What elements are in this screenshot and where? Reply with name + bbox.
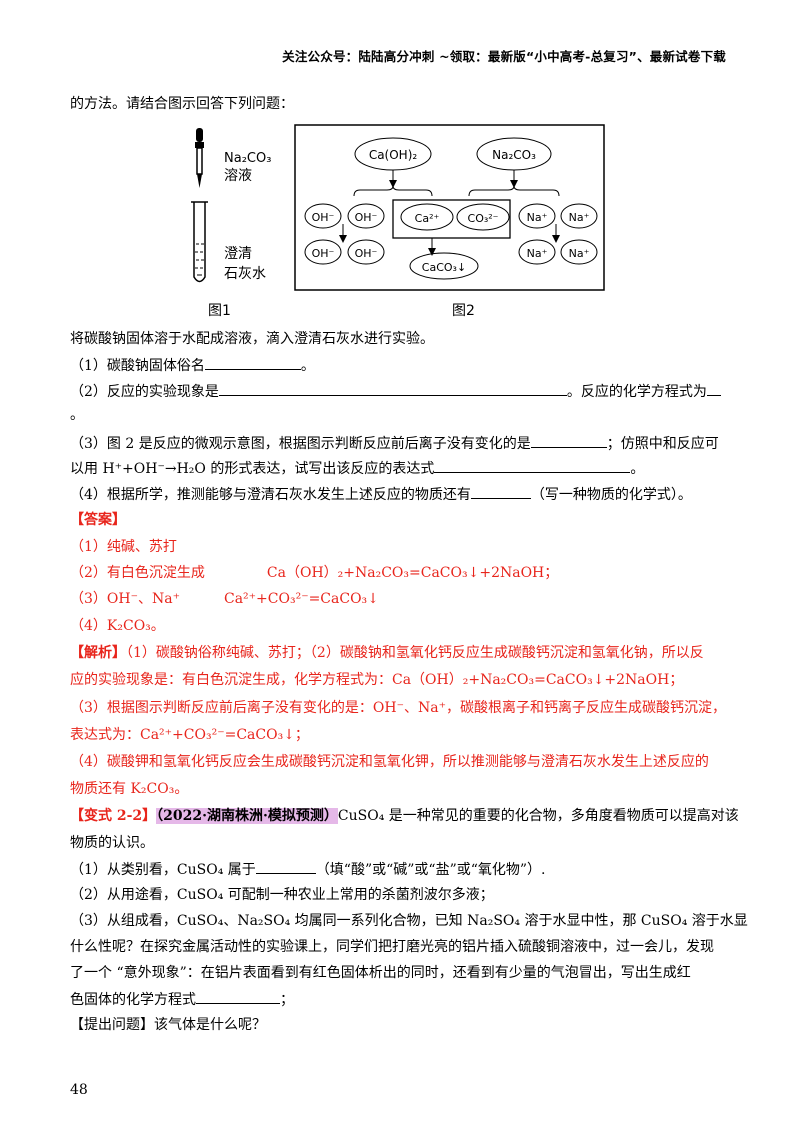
variant-question-3-line-2: 什么性呢？在探究金属活动性的实验课上，同学们把打磨光亮的铝片插入硫酸铜溶液中，过… [70,939,714,955]
page-number: 48 [70,1082,88,1098]
answer-4: （4）K₂CO₃。 [70,618,165,634]
question-stem: 将碳酸钠固体溶于水配成溶液，滴入澄清石灰水进行实验。 [70,331,434,347]
analysis-line-6: 物质还有 K₂CO₃。 [70,781,189,797]
figure-2: Ca(OH)₂ Na₂CO₃ OH⁻ OH⁻ Ca²⁺ CO₃²⁻ Na⁺ Na… [294,124,605,291]
dropper-label-2: 溶液 [224,168,252,184]
analysis-line-3: （3）根据图示判断反应前后离子没有变化的是：OH⁻、Na⁺，碳酸根离子和钙离子反… [70,700,726,716]
variant-question-3-line-1: （3）从组成看，CuSO₄、Na₂SO₄ 均属同一系列化合物，已知 Na₂SO₄… [70,913,748,929]
variant-question-3-line-4: 色固体的化学方程式； [70,989,294,1010]
answer-blank[interactable] [470,484,531,499]
ion-na-1: Na⁺ [527,211,548,224]
analysis-line-1: 【解析】（1）碳酸钠俗称纯碱、苏打；（2）碳酸钠和氢氧化钙反应生成碳酸钙沉淀和氢… [70,645,704,661]
variant-question-2: （2）从用途看，CuSO₄ 可配制一种农业上常用的杀菌剂波尔多液； [70,887,494,903]
page-header: 关注公众号：陆陆高分冲刺 ~领取：最新版“小中高考-总复习”、最新试卷下载 [282,49,726,64]
figure-1-caption: 图1 [208,303,231,319]
answer-blank[interactable] [255,859,316,874]
answer-blank[interactable] [218,381,567,396]
analysis-line-2: 应的实验现象是：有白色沉淀生成，化学方程式为：Ca（OH）₂+Na₂CO₃=Ca… [70,672,684,688]
ion-co3: CO₃²⁻ [468,212,499,225]
answer-blank[interactable] [204,355,301,370]
figure-2-caption: 图2 [452,303,475,319]
answer-blank[interactable] [706,381,721,396]
variant-line-2: 物质的认识。 [70,835,154,851]
question-2: （2）反应的实验现象是。反应的化学方程式为 [70,381,721,402]
ion-oh-1: OH⁻ [312,211,335,224]
answer-blank[interactable] [530,433,607,448]
node-caoh2: Ca(OH)₂ [369,148,418,162]
test-tube-icon [191,201,208,283]
ion-ca: Ca²⁺ [415,212,440,225]
variant-question-3-line-3: 了一个 “意外现象”：在铝片表面看到有红色固体析出的同时，还看到有少量的气泡冒出… [70,965,691,981]
dropper-label-1: Na₂CO₃ [224,151,271,166]
answer-tag: 【答案】 [70,512,126,528]
answer-blank[interactable] [434,458,631,473]
tube-label-1: 澄清 [224,246,252,262]
answer-blank[interactable] [196,989,280,1004]
tube-label-2: 石灰水 [224,266,266,282]
ion-na-4: Na⁺ [569,247,590,260]
variant-line-1: 【变式 2-2】（2022·湖南株洲·模拟预测）CuSO₄ 是一种常见的重要的化… [70,808,739,824]
analysis-line-4: 表达式为：Ca²⁺+CO₃²⁻=CaCO₃↓； [70,727,309,743]
variant-question-1: （1）从类别看，CuSO₄ 属于（填“酸”或“碱”或“盐”或“氧化物”）. [70,859,546,880]
question-4: （4）根据所学，推测能够与澄清石灰水发生上述反应的物质还有（写一种物质的化学式）… [70,484,692,505]
question-3-line-1: （3）图 2 是反应的微观示意图，根据图示判断反应前后离子没有变化的是；仿照中和… [70,433,719,454]
ion-oh-3: OH⁻ [312,247,335,260]
answer-3: （3）OH⁻、Na⁺Ca²⁺+CO₃²⁻=CaCO₃↓ [70,591,379,607]
ion-oh-4: OH⁻ [355,247,378,260]
answer-1: （1）纯碱、苏打 [70,539,177,555]
question-2-end: 。 [70,407,84,423]
question-3-line-2: 以用 H⁺+OH⁻→H₂O 的形式表达，试写出该反应的表达式。 [70,458,644,479]
question-1: （1）碳酸钠固体俗名。 [70,355,315,376]
precipitate-caco3: CaCO₃↓ [422,261,466,274]
node-na2co3: Na₂CO₃ [492,148,536,162]
ion-na-3: Na⁺ [527,247,548,260]
dropper-icon [195,128,204,188]
ion-na-2: Na⁺ [569,211,590,224]
ion-oh-2: OH⁻ [355,211,378,224]
figure-1: Na₂CO₃ 溶液 澄清 石灰水 [191,128,271,283]
intro-text: 的方法。请结合图示回答下列问题： [70,96,294,112]
variant-ask: 【提出问题】该气体是什么呢？ [70,1017,266,1033]
analysis-line-5: （4）碳酸钾和氢氧化钙反应会生成碳酸钙沉淀和氢氧化钾，所以推测能够与澄清石灰水发… [70,754,709,770]
